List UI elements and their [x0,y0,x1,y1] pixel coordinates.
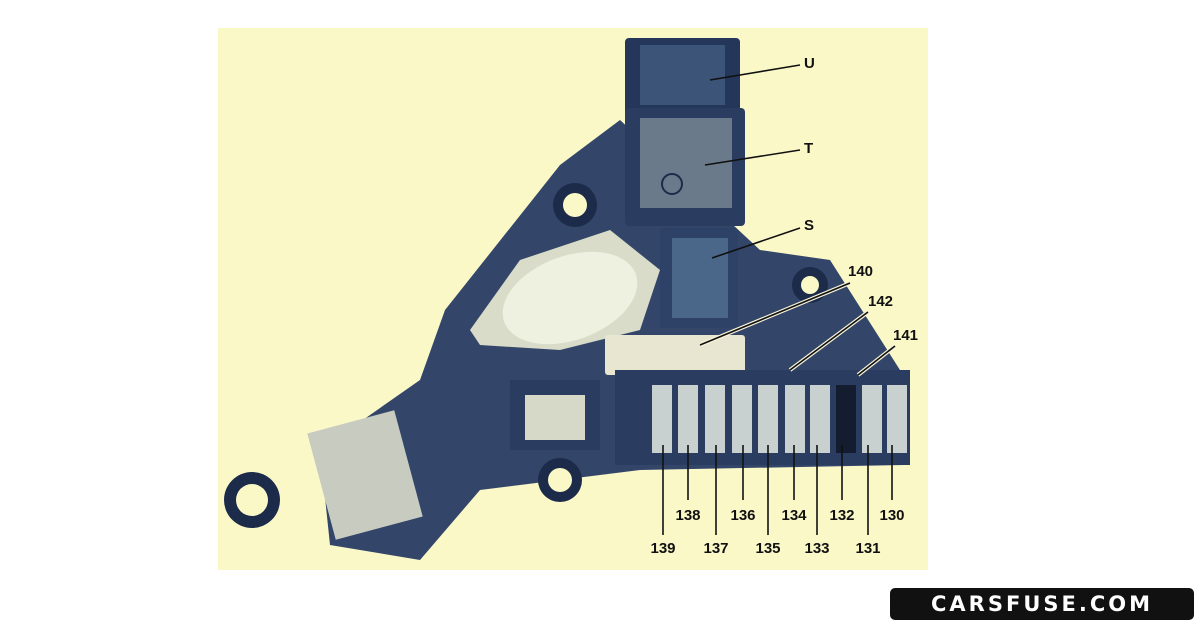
callout-136: 136 [730,507,755,524]
callout-137: 137 [703,540,728,557]
carsfuse-logo: CARSFUSE.COM [890,588,1194,620]
callout-139: 139 [650,540,675,557]
callout-138: 138 [675,507,700,524]
callout-140: 140 [848,263,873,280]
callout-131: 131 [855,540,880,557]
callout-133: 133 [804,540,829,557]
callout-141: 141 [893,327,918,344]
fuse-box-photo [224,38,910,560]
leader-lines [662,64,897,535]
callout-135: 135 [755,540,780,557]
callout-132: 132 [829,507,854,524]
callout-u: U [804,55,815,72]
callout-130: 130 [879,507,904,524]
callout-134: 134 [781,507,807,524]
callout-142: 142 [868,293,893,310]
callout-t: T [804,140,813,157]
callout-s: S [804,217,814,234]
